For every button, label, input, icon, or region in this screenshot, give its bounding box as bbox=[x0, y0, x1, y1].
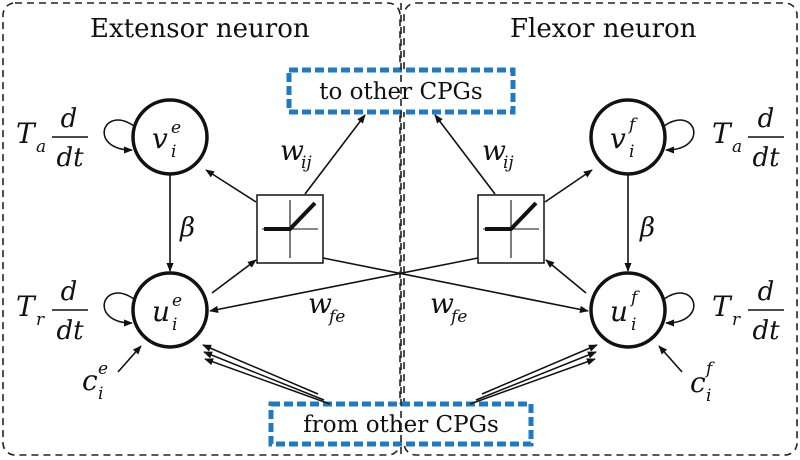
svg-text:f: f bbox=[704, 359, 715, 379]
svg-text:T: T bbox=[16, 117, 37, 150]
v-flexor-label: v bbox=[610, 122, 626, 155]
svg-text:dt: dt bbox=[56, 316, 84, 346]
svg-text:w: w bbox=[280, 134, 304, 167]
svg-text:i: i bbox=[706, 386, 711, 406]
svg-text:fe: fe bbox=[327, 307, 345, 327]
u-extensor-neuron bbox=[131, 271, 209, 349]
u-flexor-label: u bbox=[610, 295, 628, 328]
rise-operator-right: T r d dt bbox=[712, 277, 784, 346]
c-input-arrow-right bbox=[658, 345, 683, 373]
w-ij-label-left: w ij bbox=[280, 134, 312, 173]
u-to-threshold-left bbox=[211, 259, 257, 294]
inputs-from-cpgs-left bbox=[202, 344, 331, 405]
svg-text:fe: fe bbox=[449, 307, 467, 327]
flexor-panel bbox=[403, 2, 798, 456]
threshold-to-v-left bbox=[205, 169, 257, 203]
rise-operator-left: T r d dt bbox=[16, 277, 88, 346]
self-loop-v-extensor bbox=[103, 119, 135, 154]
svg-text:ij: ij bbox=[503, 153, 514, 173]
v-extensor-sub: i bbox=[171, 142, 176, 162]
threshold-to-v-right bbox=[544, 169, 593, 203]
svg-text:T: T bbox=[16, 290, 37, 323]
svg-text:a: a bbox=[36, 137, 46, 157]
extensor-title: Extensor neuron bbox=[90, 14, 310, 44]
self-loop-v-flexor bbox=[663, 119, 695, 154]
u-flexor-sup: f bbox=[629, 288, 640, 308]
u-extensor-sup: e bbox=[172, 291, 182, 311]
u-extensor-sub: i bbox=[172, 315, 177, 335]
w-ij-label-right: w ij bbox=[482, 134, 514, 173]
svg-text:w: w bbox=[482, 134, 506, 167]
svg-text:r: r bbox=[732, 310, 741, 330]
inputs-from-cpgs-right bbox=[469, 344, 598, 405]
cross-link-extensor-to-flexor bbox=[322, 257, 589, 313]
svg-text:c: c bbox=[690, 366, 706, 399]
svg-text:a: a bbox=[732, 137, 742, 157]
svg-text:e: e bbox=[98, 359, 108, 379]
svg-text:d: d bbox=[758, 104, 775, 134]
svg-text:dt: dt bbox=[752, 143, 780, 173]
adapt-operator-right: T a d dt bbox=[712, 104, 784, 173]
v-extensor-neuron bbox=[131, 98, 209, 176]
w-fe-label-left: w fe bbox=[308, 287, 345, 327]
svg-text:i: i bbox=[98, 384, 103, 404]
c-input-label-right: c f i bbox=[690, 359, 715, 406]
svg-text:w: w bbox=[308, 287, 332, 320]
v-flexor-sup: f bbox=[627, 115, 638, 135]
svg-text:d: d bbox=[61, 277, 78, 307]
threshold-to-other-cpgs-right bbox=[434, 114, 496, 195]
svg-text:d: d bbox=[758, 277, 775, 307]
svg-text:T: T bbox=[712, 117, 733, 150]
u-extensor-label: u bbox=[152, 295, 170, 328]
svg-text:w: w bbox=[430, 287, 454, 320]
v-flexor-sub: i bbox=[629, 142, 634, 162]
beta-label-left: β bbox=[179, 213, 195, 243]
threshold-to-other-cpgs-left bbox=[304, 114, 366, 195]
w-fe-label-right: w fe bbox=[430, 287, 467, 327]
svg-text:ij: ij bbox=[301, 153, 312, 173]
v-extensor-sup: e bbox=[171, 118, 181, 138]
svg-text:d: d bbox=[61, 104, 78, 134]
u-flexor-sub: i bbox=[631, 315, 636, 335]
v-flexor-neuron bbox=[589, 98, 667, 176]
svg-text:c: c bbox=[82, 364, 98, 397]
u-to-threshold-right bbox=[545, 259, 587, 294]
flexor-title: Flexor neuron bbox=[510, 14, 697, 44]
svg-text:T: T bbox=[712, 290, 733, 323]
svg-text:dt: dt bbox=[752, 316, 780, 346]
threshold-box-left bbox=[256, 194, 324, 264]
c-input-label-left: c e i bbox=[82, 359, 108, 404]
beta-label-right: β bbox=[639, 213, 655, 243]
c-input-arrow-left bbox=[117, 345, 142, 373]
self-loop-u-flexor bbox=[663, 292, 695, 327]
v-extensor-label: v bbox=[152, 122, 168, 155]
threshold-box-right bbox=[477, 194, 545, 264]
u-flexor-neuron bbox=[589, 271, 667, 349]
self-loop-u-extensor bbox=[103, 292, 135, 327]
svg-text:dt: dt bbox=[56, 143, 84, 173]
extensor-panel bbox=[2, 2, 401, 456]
svg-text:r: r bbox=[36, 310, 45, 330]
cross-link-flexor-to-extensor bbox=[209, 257, 479, 313]
adapt-operator-left: T a d dt bbox=[16, 104, 88, 173]
